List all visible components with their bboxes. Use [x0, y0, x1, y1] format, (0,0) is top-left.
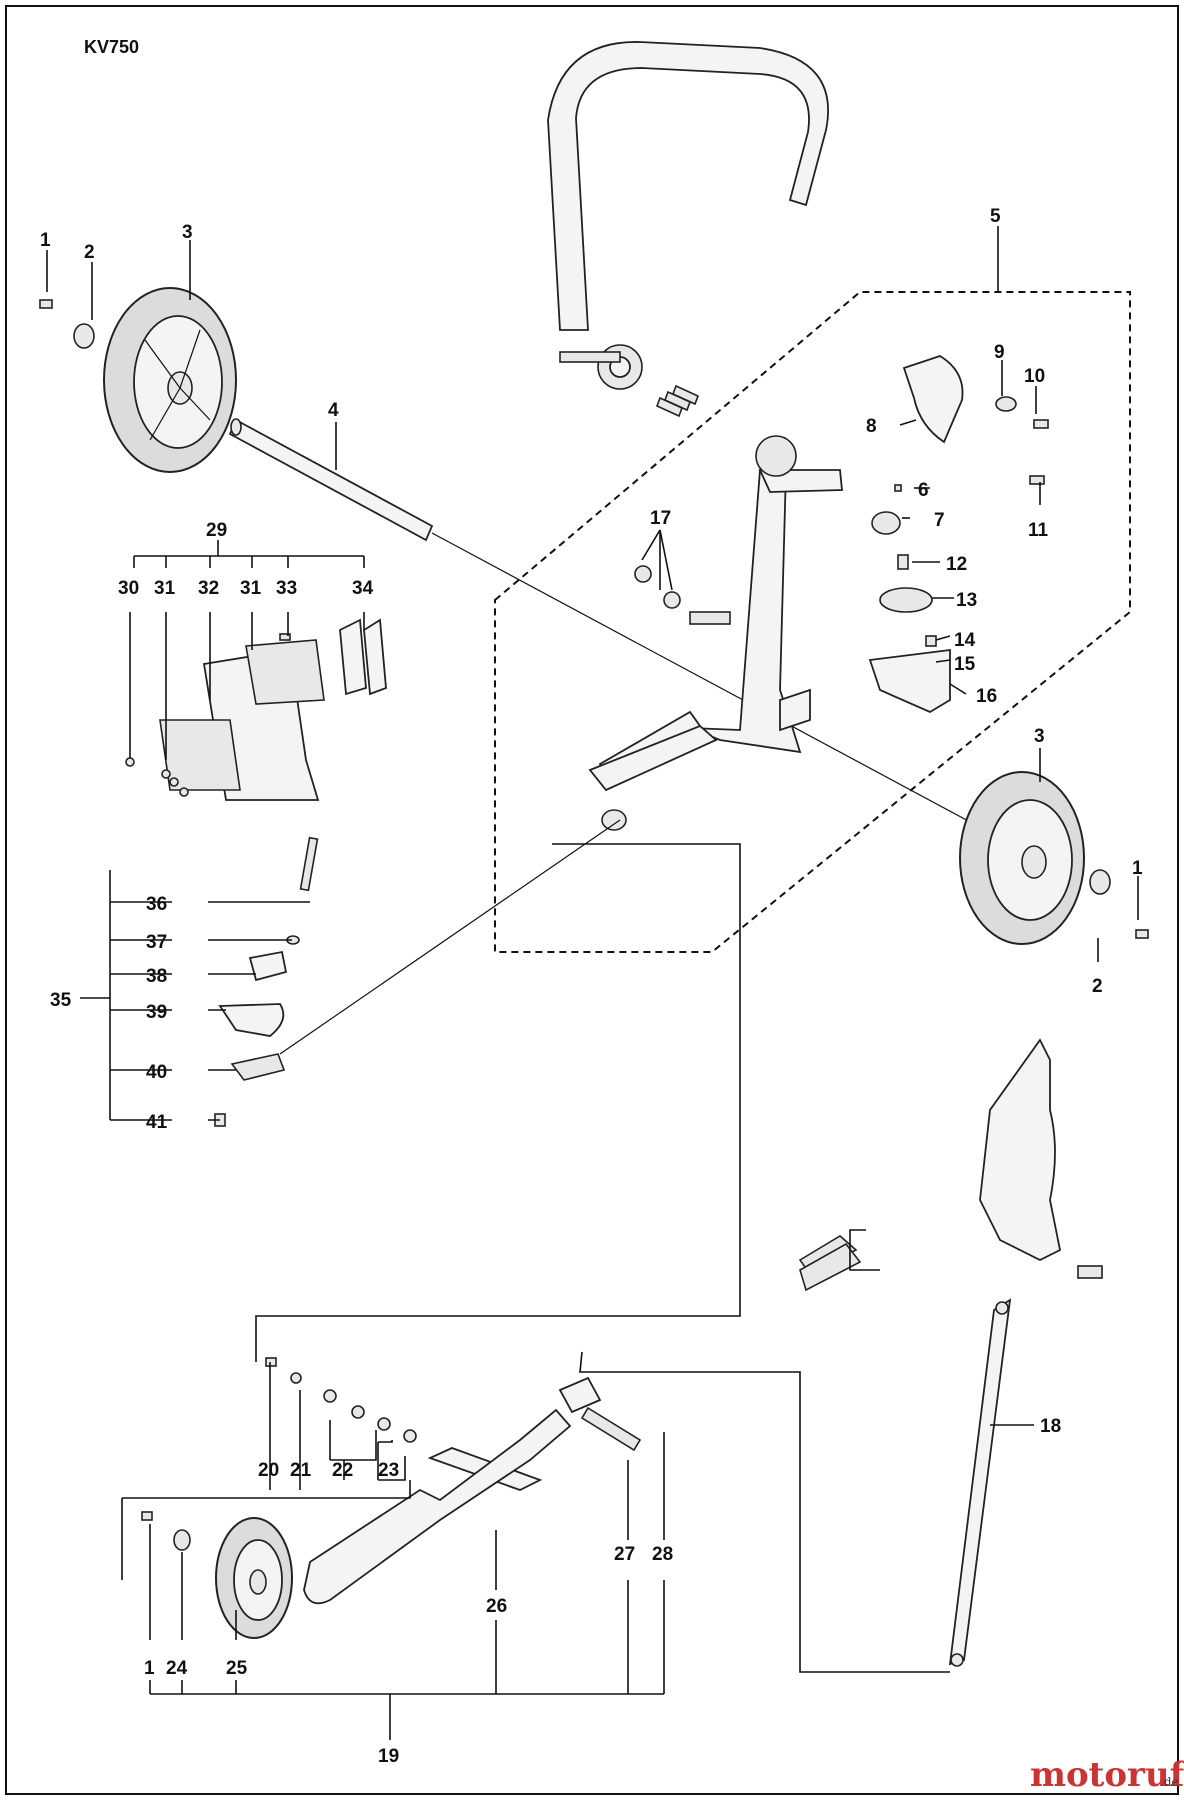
- callout-26: 26: [486, 1596, 507, 1617]
- callout-16: 16: [976, 686, 997, 707]
- gear-plate-8: [902, 355, 964, 444]
- bolt-12: [897, 554, 909, 570]
- main-frame: [588, 435, 843, 831]
- bottom-assembly-19: [141, 1357, 642, 1639]
- callout-labels: 1 2 3 4 5 6 7 8 9 10 11 12 13 14 15 16 1…: [40, 206, 1143, 1767]
- watermark-brand: motoruf: [1030, 1755, 1184, 1795]
- axle-4: [228, 418, 434, 542]
- callout-33: 33: [276, 578, 297, 599]
- callout-36: 36: [146, 894, 167, 915]
- callout-10: 10: [1024, 366, 1045, 387]
- callout-29: 29: [206, 520, 227, 541]
- washer-17b: [663, 591, 681, 609]
- callout-19: 19: [378, 1746, 399, 1767]
- leader-lines: [46, 226, 1139, 1740]
- callout-23: 23: [378, 1460, 399, 1481]
- callout-3: 3: [182, 222, 193, 243]
- callout-1: 1: [40, 230, 51, 251]
- model-title: KV750: [84, 37, 139, 57]
- bracket-assembly-29: [125, 618, 387, 801]
- callout-9: 9: [994, 342, 1005, 363]
- handle-frame: [547, 41, 829, 418]
- callout-21: 21: [290, 1460, 312, 1481]
- linkage-18: [798, 1038, 1103, 1667]
- callout-17: 17: [650, 508, 671, 529]
- bracket-16: [868, 648, 951, 714]
- callout-22: 22: [332, 1460, 353, 1481]
- washer-2-right: [1089, 869, 1111, 895]
- callout-38: 38: [146, 966, 167, 987]
- pin-6: [894, 484, 902, 492]
- callout-28: 28: [652, 1544, 673, 1565]
- callout-30: 30: [118, 578, 139, 599]
- callout-15: 15: [954, 654, 976, 675]
- screw-10: [1033, 419, 1049, 429]
- screw-11: [1029, 475, 1045, 485]
- callout-4: 4: [328, 400, 339, 421]
- callout-27: 27: [614, 1544, 635, 1565]
- callout-2: 2: [84, 242, 95, 263]
- callout-1-right: 1: [1132, 858, 1143, 879]
- bolt-14: [925, 635, 937, 647]
- callout-7: 7: [934, 510, 945, 531]
- ring-7: [871, 511, 901, 535]
- callout-2-right: 2: [1092, 976, 1103, 997]
- callout-12: 12: [946, 554, 967, 575]
- callout-40: 40: [146, 1062, 167, 1083]
- washer-2-left: [73, 323, 95, 349]
- washer-17a: [634, 565, 652, 583]
- callout-35: 35: [50, 990, 72, 1011]
- callout-14: 14: [954, 630, 976, 651]
- bolt-1-left: [39, 299, 53, 309]
- callout-5: 5: [990, 206, 1001, 227]
- callout-13: 13: [956, 590, 977, 611]
- wheel-right-3: [959, 771, 1085, 945]
- callout-31-b: 31: [240, 578, 262, 599]
- callout-34: 34: [352, 578, 374, 599]
- callout-25: 25: [226, 1658, 248, 1679]
- callout-41: 41: [146, 1112, 168, 1133]
- callout-31: 31: [154, 578, 176, 599]
- wheel-left-3: [103, 287, 237, 473]
- callout-1-bottom: 1: [144, 1658, 155, 1679]
- clamp-assembly-35: [214, 836, 319, 1127]
- knob-13: [879, 587, 933, 613]
- callout-24: 24: [166, 1658, 188, 1679]
- callout-20: 20: [258, 1460, 279, 1481]
- callout-39: 39: [146, 1002, 167, 1023]
- diagram-border: [5, 5, 1179, 1795]
- callout-6: 6: [918, 480, 929, 501]
- callout-18: 18: [1040, 1416, 1061, 1437]
- watermark-suffix: .de: [1160, 1775, 1179, 1789]
- spacer-9: [995, 396, 1017, 412]
- watermark-logo: motoruf .de: [1030, 1755, 1184, 1795]
- callout-8: 8: [866, 416, 877, 437]
- callout-11: 11: [1028, 520, 1049, 541]
- callout-32: 32: [198, 578, 219, 599]
- callout-3-right: 3: [1034, 726, 1045, 747]
- callout-37: 37: [146, 932, 167, 953]
- bolt-1-right: [1135, 929, 1149, 939]
- pin-17: [689, 611, 731, 625]
